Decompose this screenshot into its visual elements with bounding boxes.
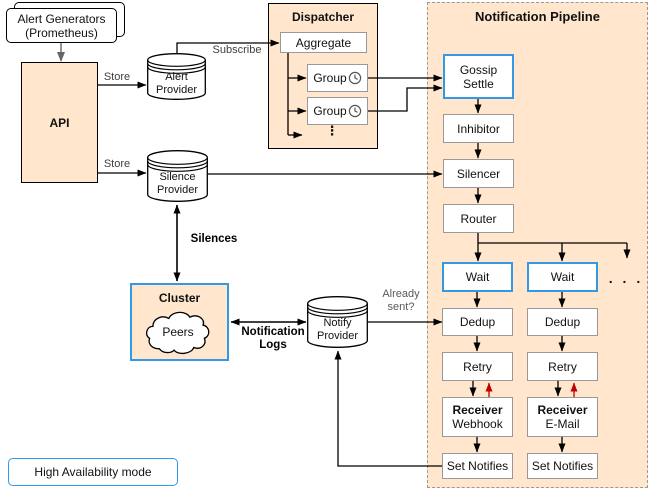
group2-label: Group: [313, 104, 347, 118]
silencer-label: Silencer: [456, 166, 501, 181]
retry2-label: Retry: [548, 359, 577, 374]
store-silence-label: Store: [103, 158, 131, 170]
alert-provider-line2: Provider: [156, 83, 197, 96]
subscribe-label: Subscribe: [212, 44, 262, 56]
high-availability-badge: High Availability mode: [8, 458, 178, 486]
inhibitor-node: Inhibitor: [443, 114, 514, 143]
silence-provider-datastore: Silence Provider: [147, 150, 208, 202]
api-node: API: [21, 62, 98, 183]
silence-provider-line1: Silence: [159, 171, 196, 183]
router-label: Router: [460, 211, 497, 226]
notification-logs-line2: Logs: [259, 339, 287, 351]
clock-icon: [348, 71, 361, 85]
high-availability-label: High Availability mode: [34, 465, 152, 479]
alert-provider-line1: Alert: [165, 71, 188, 83]
more-receivers-ellipsis: . . .: [608, 270, 644, 286]
aggregate-node: Aggregate: [280, 32, 367, 53]
silence-provider-line2: Provider: [157, 183, 198, 196]
dispatcher-title: Dispatcher: [291, 10, 355, 24]
peers-label: Peers: [162, 325, 194, 339]
store-alert-label: Store: [103, 71, 131, 83]
retry-node-2: Retry: [527, 352, 598, 381]
group1-label: Group: [313, 71, 347, 85]
set-notifies1-label: Set Notifies: [446, 459, 509, 473]
receiver2-type: E-Mail: [545, 417, 580, 431]
gossip-settle-node: Gossip Settle: [443, 54, 514, 99]
cluster-title: Cluster: [158, 291, 201, 305]
notify-provider-datastore: Notify Provider: [307, 296, 368, 348]
api-label: API: [49, 115, 70, 130]
already-sent-line1: Already: [382, 288, 420, 300]
set-notifies2-label: Set Notifies: [531, 459, 594, 473]
alert-provider-datastore: Alert Provider: [147, 53, 206, 100]
peers-cloud-icon: [145, 311, 210, 355]
router-node: Router: [443, 204, 514, 233]
silencer-node: Silencer: [443, 159, 514, 188]
notification-pipeline-title: Notification Pipeline: [475, 9, 600, 24]
wait-node-1: Wait: [442, 262, 513, 292]
silences-label: Silences: [190, 233, 238, 245]
notify-provider-line2: Provider: [317, 329, 358, 342]
retry1-label: Retry: [463, 359, 492, 374]
wait-node-2: Wait: [527, 262, 598, 292]
already-sent-label: Already sent?: [372, 288, 430, 314]
group-node-2: Group: [307, 97, 368, 125]
group-ellipsis: ⋮: [325, 123, 339, 138]
gossip-line1: Gossip: [459, 62, 498, 77]
alert-generators-node: Alert Generators (Prometheus): [6, 8, 117, 43]
wait1-label: Wait: [465, 270, 490, 284]
dedup1-label: Dedup: [459, 315, 496, 329]
set-notifies-node-2: Set Notifies: [527, 453, 598, 479]
wait2-label: Wait: [550, 270, 575, 284]
receiver2-title: Receiver: [537, 403, 588, 417]
group-node-1: Group: [307, 64, 368, 92]
alert-generators-line2: (Prometheus): [25, 25, 98, 40]
dedup-node-1: Dedup: [442, 308, 513, 336]
receiver-webhook-node: Receiver Webhook: [442, 397, 513, 437]
retry-node-1: Retry: [442, 352, 513, 381]
receiver-email-node: Receiver E-Mail: [527, 397, 598, 437]
dedup-node-2: Dedup: [527, 308, 598, 336]
inhibitor-label: Inhibitor: [457, 121, 500, 136]
already-sent-line2: sent?: [387, 301, 415, 313]
gossip-line2: Settle: [463, 76, 494, 91]
notify-provider-line1: Notify: [323, 317, 352, 329]
dedup2-label: Dedup: [544, 315, 581, 329]
receiver1-type: Webhook: [452, 417, 503, 431]
aggregate-label: Aggregate: [295, 35, 352, 50]
notification-logs-line1: Notification: [241, 326, 305, 338]
notification-logs-label: Notification Logs: [236, 326, 310, 352]
alert-generators-line1: Alert Generators: [17, 11, 106, 26]
clock-icon: [348, 104, 361, 118]
set-notifies-node-1: Set Notifies: [442, 453, 513, 479]
receiver1-title: Receiver: [452, 403, 503, 417]
cluster-container: Cluster Peers: [130, 283, 229, 361]
